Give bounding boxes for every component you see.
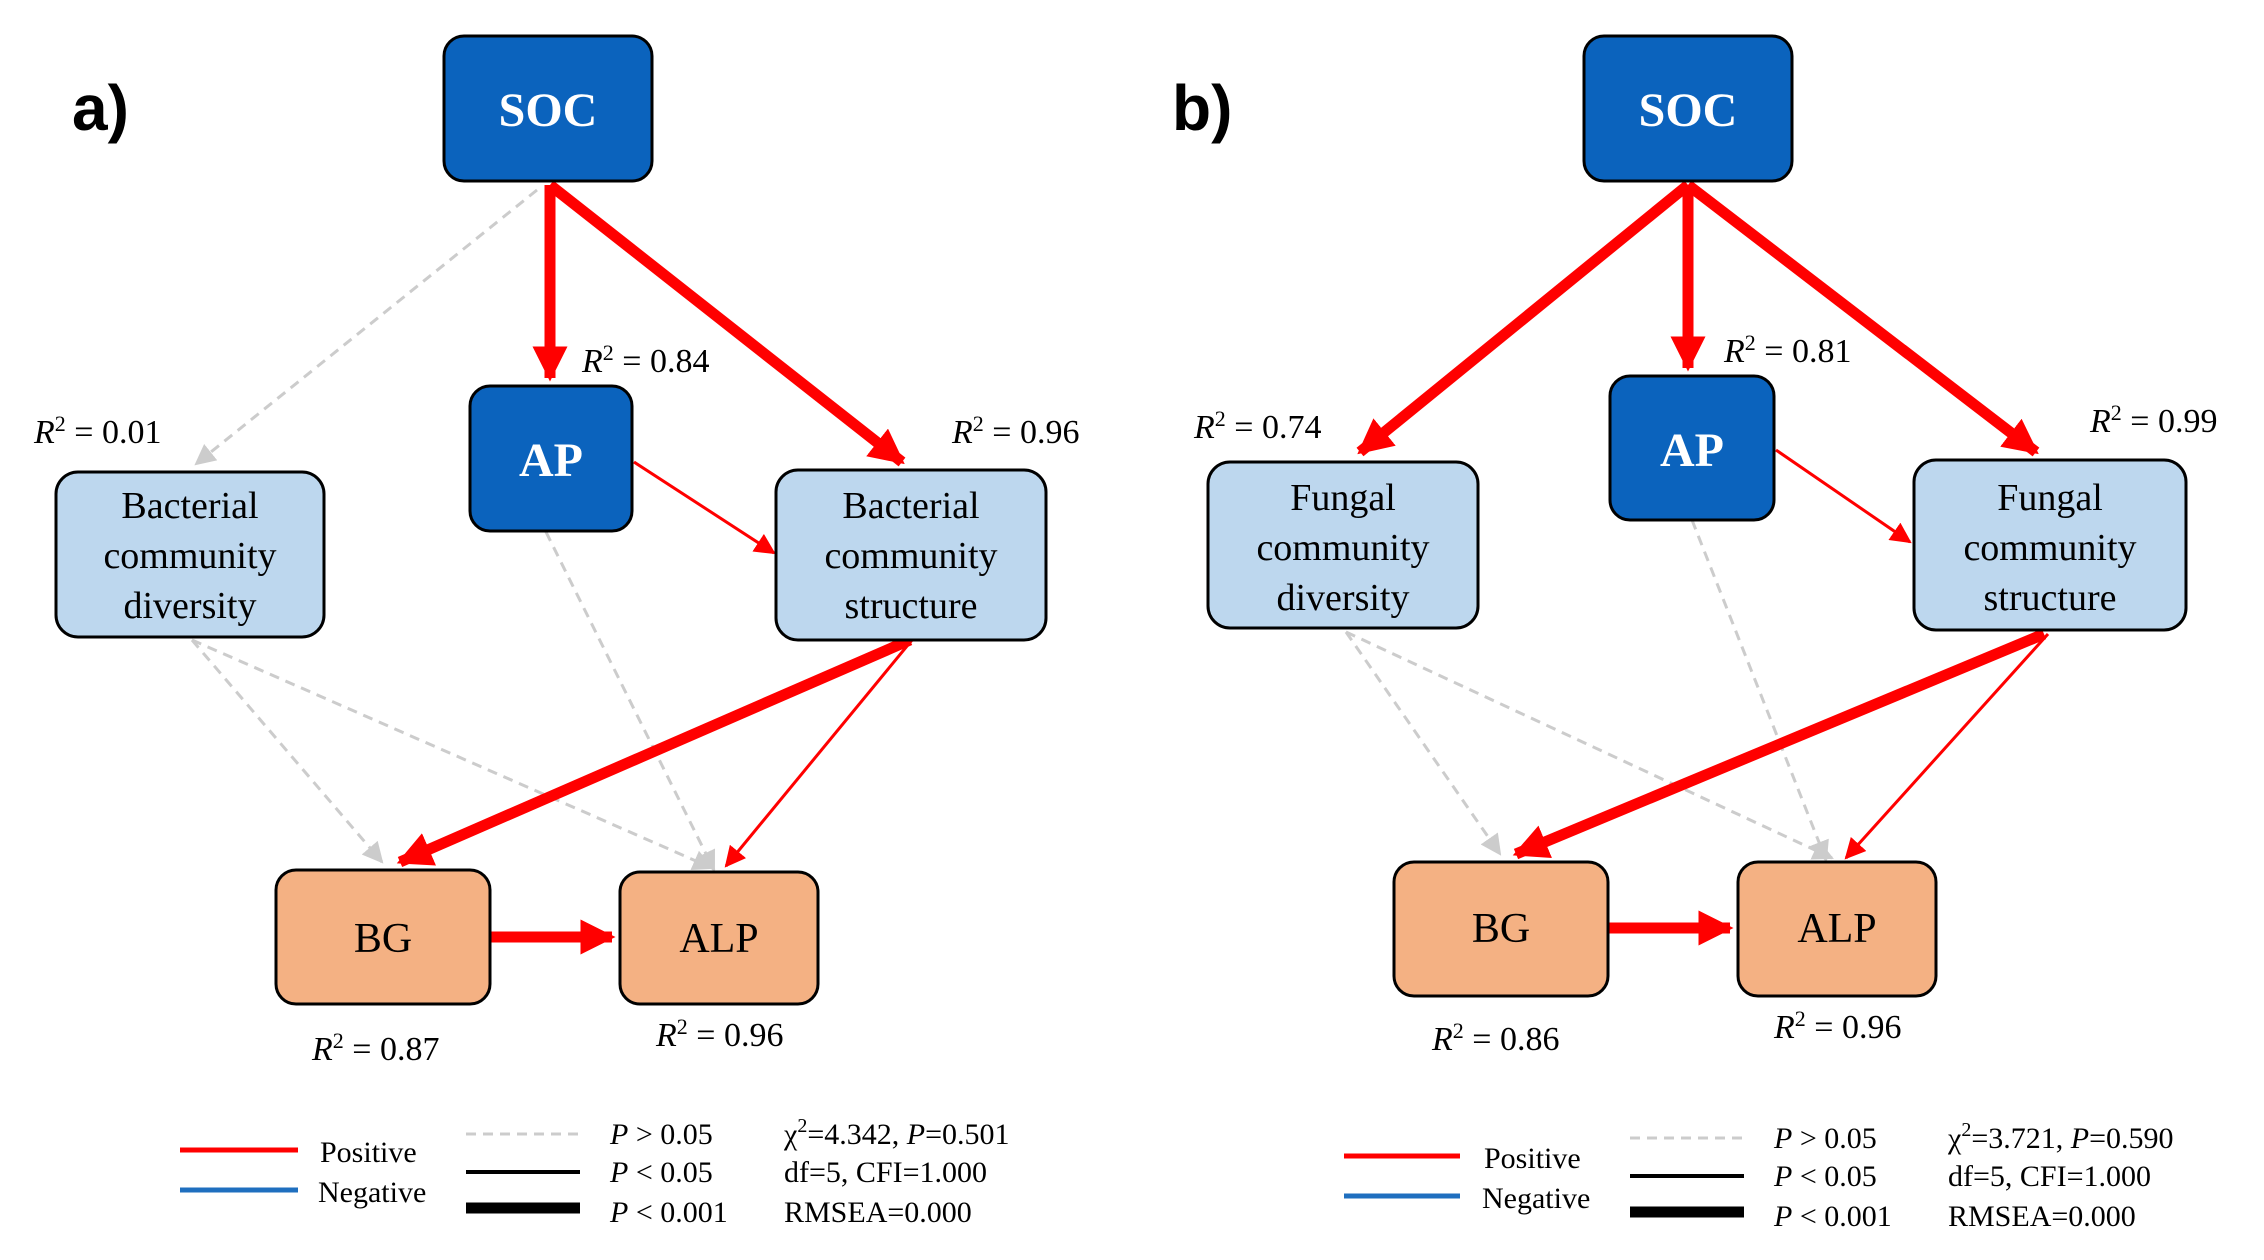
path-structure-to-bg-b [1512, 628, 2047, 860]
node-diversity-line3: diversity [124, 585, 257, 627]
path-diversity-to-bg-b [1344, 631, 1502, 856]
node-structure-line2: community [824, 535, 997, 577]
path-soc-to-diversity-b [1356, 180, 1692, 457]
r2-bg-b: R2 = 0.86 [1431, 1018, 1559, 1058]
path-structure-to-bg [396, 634, 913, 868]
fit-rmsea-b: RMSEA=0.000 [1948, 1200, 2136, 1233]
node-soc-b-label: SOC [1639, 84, 1738, 137]
legend-p-gt: P > 0.05 [609, 1118, 713, 1151]
legend-p-lt05-b: P < 0.05 [1773, 1160, 1877, 1193]
path-structure-to-alp [724, 639, 914, 868]
legend-positive-label: Positive [320, 1136, 417, 1169]
panel-b-paths [1344, 180, 2050, 946]
fit-df-a: df=5, CFI=1.000 [784, 1156, 987, 1189]
legend-negative-label: Negative [318, 1176, 426, 1209]
node-structure-line3: structure [845, 585, 978, 627]
r2-structure: R2 = 0.96 [951, 411, 1079, 451]
node-alp-label: ALP [679, 916, 758, 962]
r2-ap-b: R2 = 0.81 [1723, 330, 1851, 370]
fit-chi-b: χ2=3.721, P=0.590 [1947, 1119, 2174, 1155]
node-diversity-b: Fungal community diversity [1206, 460, 1480, 630]
path-soc-to-structure-b [1684, 180, 2040, 457]
node-bg-b-label: BG [1472, 906, 1530, 952]
node-bg: BG [274, 868, 492, 1006]
node-alp: ALP [618, 870, 820, 1006]
node-ap-b: AP [1608, 374, 1776, 522]
path-ap-to-alp [544, 531, 716, 872]
path-ap-to-structure [633, 460, 776, 555]
node-diversity-line1: Bacterial [121, 485, 258, 527]
path-diversity-to-alp [191, 638, 714, 871]
r2-diversity: R2 = 0.01 [33, 411, 161, 451]
node-diversity-b-line2: community [1256, 527, 1429, 569]
path-soc-to-diversity [194, 188, 538, 466]
node-structure-b-line2: community [1963, 527, 2136, 569]
node-alp-b-label: ALP [1797, 906, 1876, 952]
r2-bg: R2 = 0.87 [311, 1028, 439, 1068]
legend-a: Positive Negative P > 0.05 P < 0.05 P < … [180, 1115, 1010, 1229]
node-diversity: Bacterial community diversity [54, 470, 326, 639]
panel-b: b) SOC AP Fungal community diversity [1172, 34, 2217, 1233]
legend-negative-label-b: Negative [1482, 1182, 1590, 1215]
node-bg-b: BG [1392, 860, 1610, 998]
path-diversity-to-bg [190, 639, 384, 864]
legend-p-lt001: P < 0.001 [609, 1196, 728, 1229]
r2-diversity-b: R2 = 0.74 [1193, 406, 1321, 446]
legend-p-gt-b: P > 0.05 [1773, 1122, 1877, 1155]
path-soc-to-structure [546, 180, 906, 467]
node-ap-label: AP [519, 434, 583, 487]
node-structure-b-line1: Fungal [1997, 477, 2103, 519]
legend-b: Positive Negative P > 0.05 P < 0.05 P < … [1344, 1119, 2174, 1233]
legend-positive-label-b: Positive [1484, 1142, 1581, 1175]
node-structure: Bacterial community structure [774, 468, 1048, 642]
panel-a: a) SOC AP Bacterial community di [33, 34, 1079, 1229]
path-ap-to-structure-b [1775, 448, 1912, 544]
path-diversity-to-alp-b [1345, 630, 1834, 860]
path-structure-to-alp-b [1844, 632, 2050, 860]
path-ap-to-alp-b [1690, 519, 1829, 862]
node-structure-line1: Bacterial [842, 485, 979, 527]
node-ap: AP [468, 384, 634, 533]
node-soc-b: SOC [1582, 34, 1794, 183]
fit-chi-a: χ2=4.342, P=0.501 [783, 1115, 1010, 1151]
r2-alp-b: R2 = 0.96 [1773, 1006, 1901, 1046]
r2-structure-b: R2 = 0.99 [2089, 400, 2217, 440]
node-diversity-line2: community [103, 535, 276, 577]
node-diversity-b-line3: diversity [1277, 577, 1410, 619]
node-soc: SOC [442, 34, 654, 183]
node-structure-b: Fungal community structure [1912, 458, 2188, 632]
node-alp-b: ALP [1736, 860, 1938, 998]
node-diversity-b-line1: Fungal [1290, 477, 1396, 519]
r2-ap: R2 = 0.84 [581, 340, 709, 380]
legend-p-lt05: P < 0.05 [609, 1156, 713, 1189]
node-bg-label: BG [354, 916, 412, 962]
node-ap-b-label: AP [1660, 424, 1724, 477]
node-structure-b-line3: structure [1984, 577, 2117, 619]
node-soc-label: SOC [499, 84, 598, 137]
panel-a-paths [190, 180, 914, 955]
panel-b-label: b) [1172, 72, 1232, 144]
fit-rmsea-a: RMSEA=0.000 [784, 1196, 972, 1229]
legend-p-lt001-b: P < 0.001 [1773, 1200, 1892, 1233]
fit-df-b: df=5, CFI=1.000 [1948, 1160, 2151, 1193]
panel-a-label: a) [72, 72, 129, 144]
r2-alp: R2 = 0.96 [655, 1014, 783, 1054]
